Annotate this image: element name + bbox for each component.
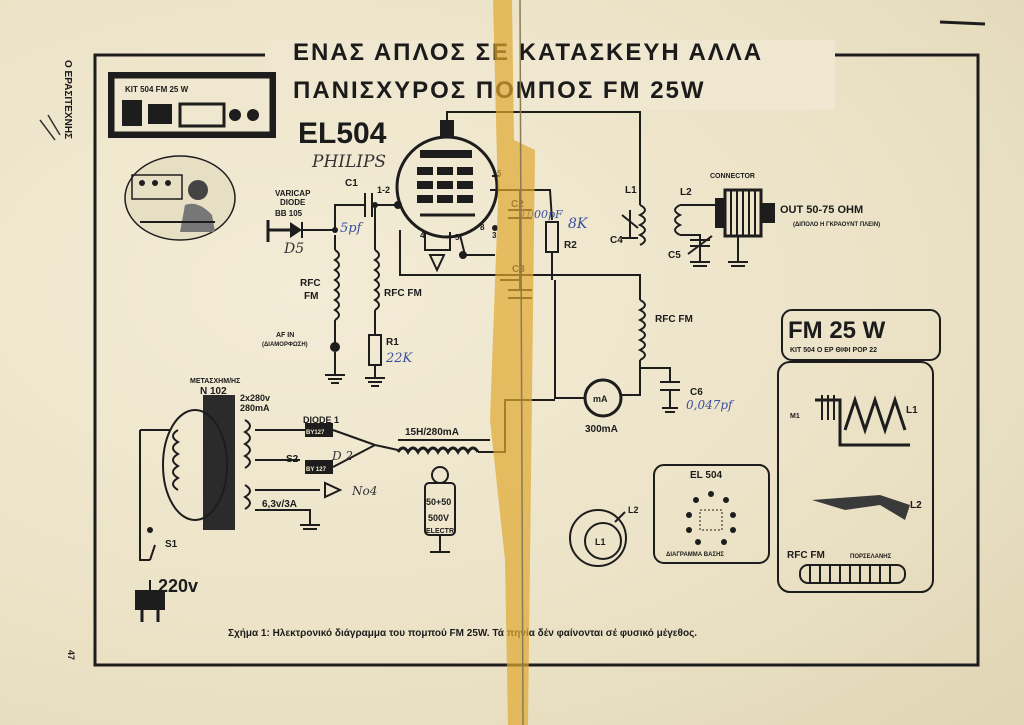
label-6v3: 6,3v/3A	[262, 499, 297, 510]
label-l2: L2	[680, 187, 692, 198]
label-c1-value: 5pf	[340, 221, 364, 236]
kit-panel-label: KIT 504 FM 25 W	[125, 85, 189, 94]
label-l1: L1	[625, 185, 637, 196]
label-c5: C5	[668, 250, 681, 261]
label-pin5b: 5	[455, 233, 460, 242]
power-supply	[135, 395, 555, 622]
label-r1-value: 22K	[385, 351, 414, 366]
label-cap-val1: 50+50	[426, 497, 451, 507]
label-pin8: 8	[480, 223, 485, 232]
tube-brand: PHILIPS	[311, 152, 386, 172]
tape-strip	[490, 0, 535, 725]
label-c6: C6	[690, 387, 703, 398]
label-coil-l2: L2	[910, 500, 922, 511]
label-l2-circle: L2	[628, 505, 639, 515]
label-rfc2: RFC FM	[384, 288, 422, 299]
label-rfc3: RFC FM	[655, 314, 693, 325]
label-cap-val3: ELECTR	[426, 528, 454, 535]
label-connector: CONNECTOR	[710, 173, 755, 180]
label-af-in-sub: (ΔΙΑΜΟΡΦΩΣΗ)	[262, 342, 308, 348]
label-bb105: BB 105	[275, 209, 303, 218]
label-kit504: KIT 504 Ο ΕΡ ΘΙΦΙ ΡΟΡ 22	[790, 347, 877, 354]
page-number: 47	[66, 650, 76, 660]
label-rfc1b: FM	[304, 291, 318, 302]
label-out-sub: (ΔΙΠΟΛΟ Η ΓΚΡΑΟΥΝΤ ΠΛΕΙΝ)	[793, 222, 880, 228]
label-out: OUT 50-75 OHM	[780, 204, 863, 216]
label-fm25w: FM 25 W	[788, 317, 886, 344]
label-rfc1: RFC	[300, 278, 321, 289]
label-mains: 220v	[158, 576, 198, 596]
label-no4: No4	[351, 484, 377, 498]
label-c4: C4	[610, 235, 623, 246]
fold-line	[519, 0, 524, 725]
el504-tube	[395, 111, 641, 273]
label-transformer: ΜΕΤΑΣΧΗΜ/ΗΣ	[190, 378, 240, 385]
label-base-diagram: ΔΙΑΓΡΑΜΜΑ ΒΑΣΗΣ	[666, 552, 724, 558]
label-pin3: 3	[492, 231, 497, 240]
label-r1: R1	[386, 337, 399, 348]
label-r2-value: 8K	[568, 216, 589, 232]
kit-front-panel: KIT 504 FM 25 W	[108, 72, 276, 138]
label-pin12: 1-2	[377, 185, 390, 195]
label-s2: S2	[286, 454, 299, 465]
label-rfc-porcelain: RFC FM	[787, 550, 825, 561]
label-by127a: BY127	[306, 430, 325, 436]
coil-coupling-diagram	[569, 509, 627, 567]
label-meter: mA	[593, 394, 608, 404]
base-diagram	[653, 464, 770, 564]
label-d2: D 2	[331, 449, 353, 463]
label-tr-v1: 2x280v	[240, 393, 270, 403]
stray-mark	[939, 20, 986, 26]
label-cap-val2: 500V	[428, 513, 449, 523]
label-rfc-porcelain-sub: ΠΟΡΣΕΛΑΝΗΣ	[850, 554, 892, 560]
handwritten-mark	[39, 114, 61, 141]
title-mask	[265, 40, 835, 110]
label-coil-m: M1	[790, 413, 800, 420]
label-choke: 15H/280mA	[405, 427, 459, 438]
coil-details-panel	[777, 309, 941, 593]
grid-circuit	[266, 193, 402, 387]
label-l1-circle: L1	[595, 537, 606, 547]
label-n102: N 102	[200, 386, 227, 397]
figure-caption: Σχήμα 1: Ηλεκτρονικό διάγραμμα του πομπο…	[228, 628, 697, 639]
label-diode1: DIODE 1	[303, 415, 339, 425]
label-coil-l1: L1	[906, 405, 918, 416]
coax-connector	[715, 188, 775, 267]
label-tr-v2: 280mA	[240, 403, 270, 413]
tube-name: EL504	[298, 117, 387, 150]
title-line1: ΕΝΑΣ ΑΠΛΟΣ ΣΕ ΚΑΤΑΣΚΕΥΗ ΑΛΛΑ	[293, 39, 763, 66]
label-varicap: VARICAP	[275, 189, 311, 198]
label-r2: R2	[564, 240, 577, 251]
operator-illustration	[124, 155, 236, 241]
label-d5: D5	[283, 241, 304, 257]
label-pin4: 4	[420, 231, 425, 240]
label-by127b: BY 127	[306, 467, 327, 473]
label-s1: S1	[165, 539, 178, 550]
label-meter-value: 300mA	[585, 424, 618, 435]
side-text: Ο ΕΡΑΣΙΤΕΧΝΗΣ	[62, 60, 73, 139]
label-diode: DIODE	[280, 198, 306, 207]
label-c1: C1	[345, 178, 358, 189]
label-el504-box: EL 504	[690, 470, 722, 481]
label-af-in: AF IN	[276, 332, 294, 339]
label-c6-value: 0,047pf	[686, 398, 735, 412]
